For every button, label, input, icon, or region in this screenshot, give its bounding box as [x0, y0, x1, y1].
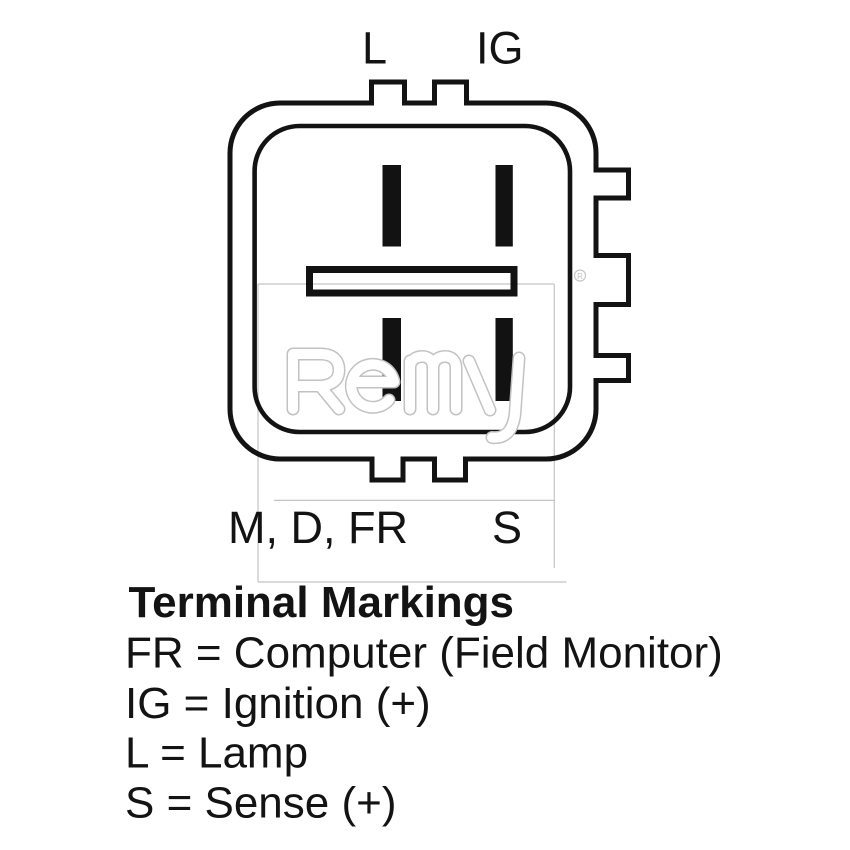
svg-text:R: R	[577, 272, 583, 281]
svg-text:IG: IG	[476, 23, 524, 74]
svg-text:L: L	[362, 23, 387, 74]
svg-text:S = Sense (+): S = Sense (+)	[125, 779, 396, 828]
svg-text:M, D, FR: M, D, FR	[228, 502, 408, 553]
svg-text:IG = Ignition (+): IG = Ignition (+)	[125, 679, 431, 728]
svg-text:FR = Computer (Field Monitor): FR = Computer (Field Monitor)	[125, 629, 723, 678]
svg-text:Terminal Markings: Terminal Markings	[129, 578, 515, 627]
svg-text:S: S	[492, 502, 522, 553]
svg-text:L = Lamp: L = Lamp	[125, 729, 308, 778]
